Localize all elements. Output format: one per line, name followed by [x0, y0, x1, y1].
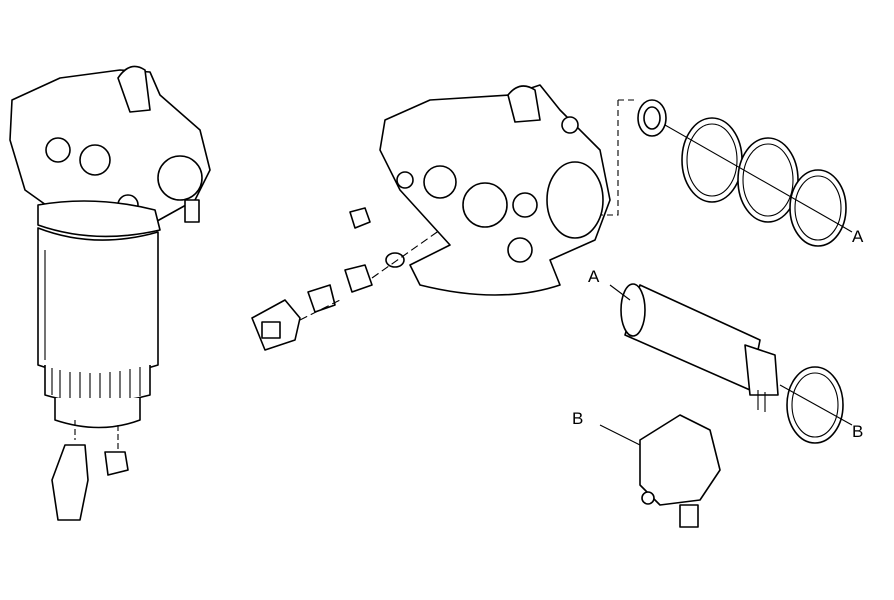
o-rings-set-a	[600, 99, 853, 247]
label-ring-a: A	[852, 227, 864, 246]
label-cover-b: B	[572, 409, 583, 428]
pump-cover	[599, 414, 721, 528]
label-ring-b: B	[852, 422, 863, 441]
assembled-fuel-filter	[9, 65, 211, 521]
filter-head	[379, 84, 611, 296]
label-pump-a: A	[588, 267, 600, 286]
small-parts	[251, 207, 441, 351]
fuel-pump	[609, 283, 853, 444]
